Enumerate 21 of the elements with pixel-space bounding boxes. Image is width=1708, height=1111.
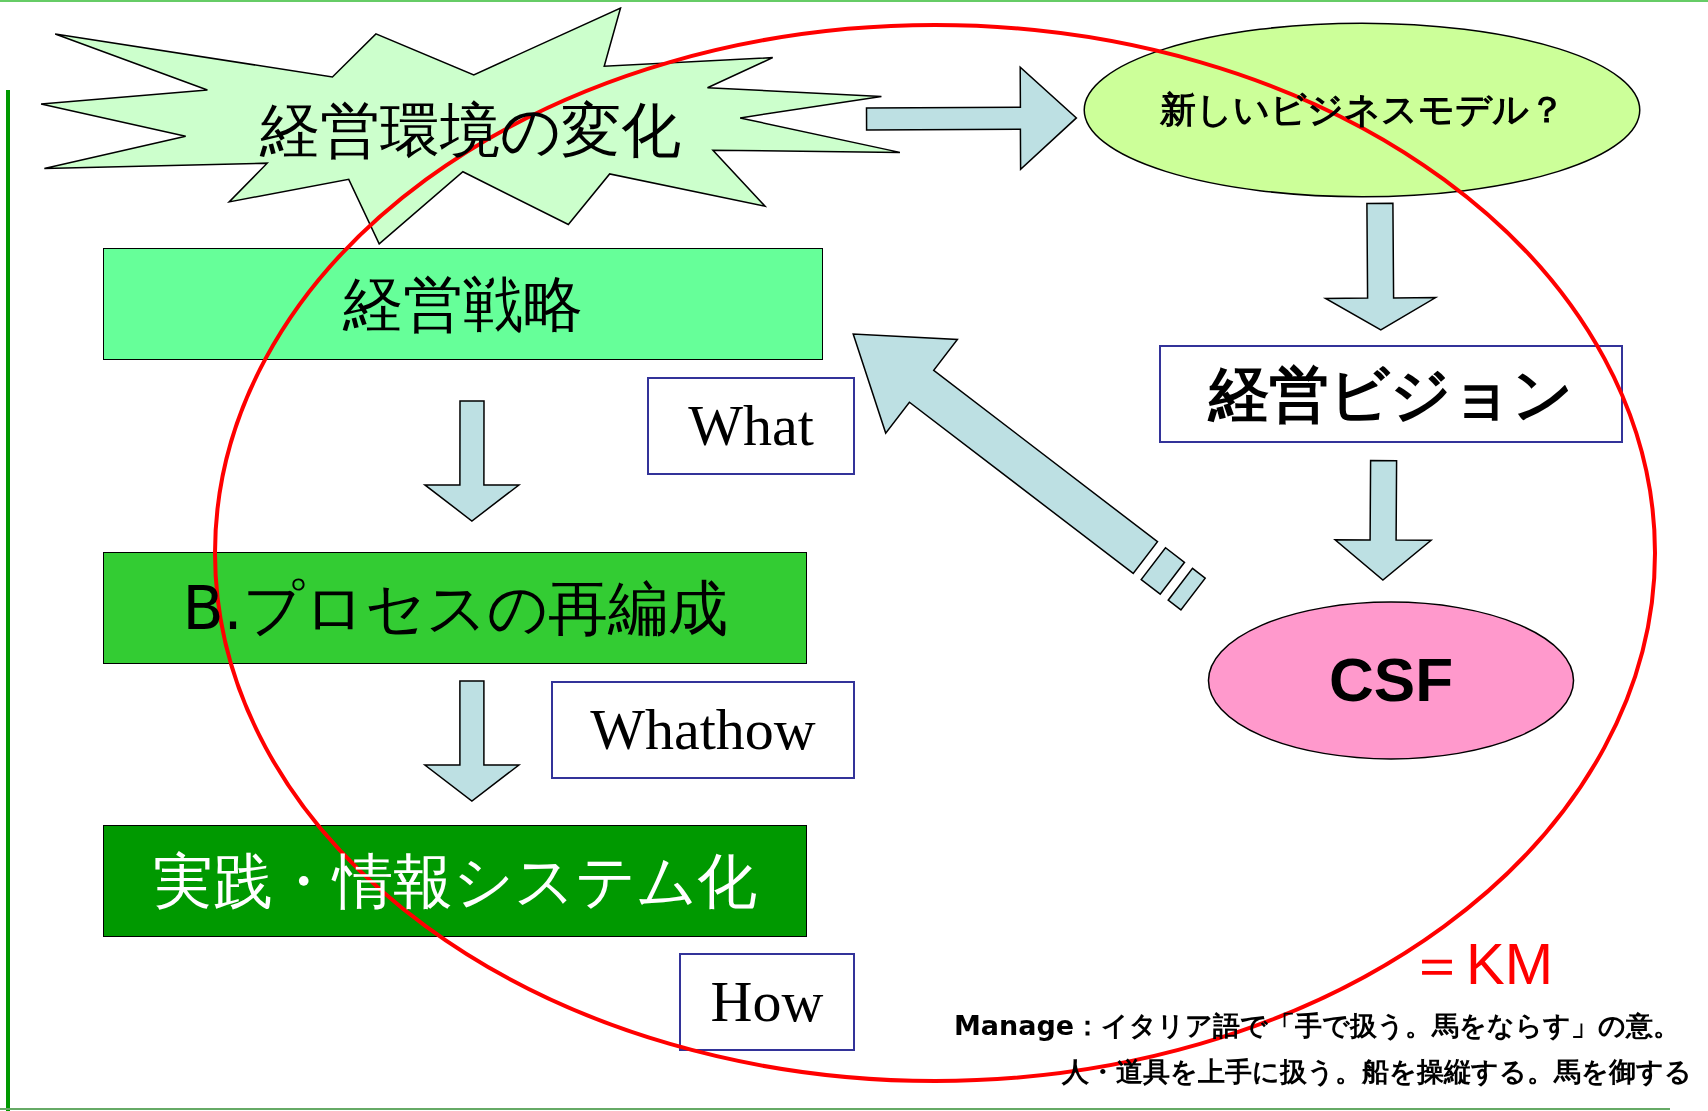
text-box — [551, 681, 855, 779]
process-box — [103, 552, 807, 664]
block-arrow — [852, 333, 1207, 611]
text-box — [679, 953, 855, 1051]
block-arrow — [1322, 202, 1439, 331]
starburst-text: 経営環境の変化 — [260, 97, 681, 163]
box-text: 経営ビジョン — [1209, 361, 1573, 427]
ellipse-text: CSF — [1329, 646, 1453, 715]
process-text: 経営戦略 — [343, 271, 583, 337]
text-box — [1159, 345, 1623, 443]
text-box — [647, 377, 855, 475]
process-box — [103, 825, 807, 937]
box-text: What — [688, 394, 814, 458]
equation-label: ＝KM — [1408, 930, 1553, 998]
block-arrow — [1333, 459, 1434, 581]
process-box — [103, 248, 823, 360]
block-arrow — [865, 65, 1078, 171]
box-text: How — [710, 970, 824, 1034]
box-text: Whathow — [590, 698, 816, 762]
block-arrow — [422, 400, 522, 522]
block-arrow — [422, 680, 522, 802]
